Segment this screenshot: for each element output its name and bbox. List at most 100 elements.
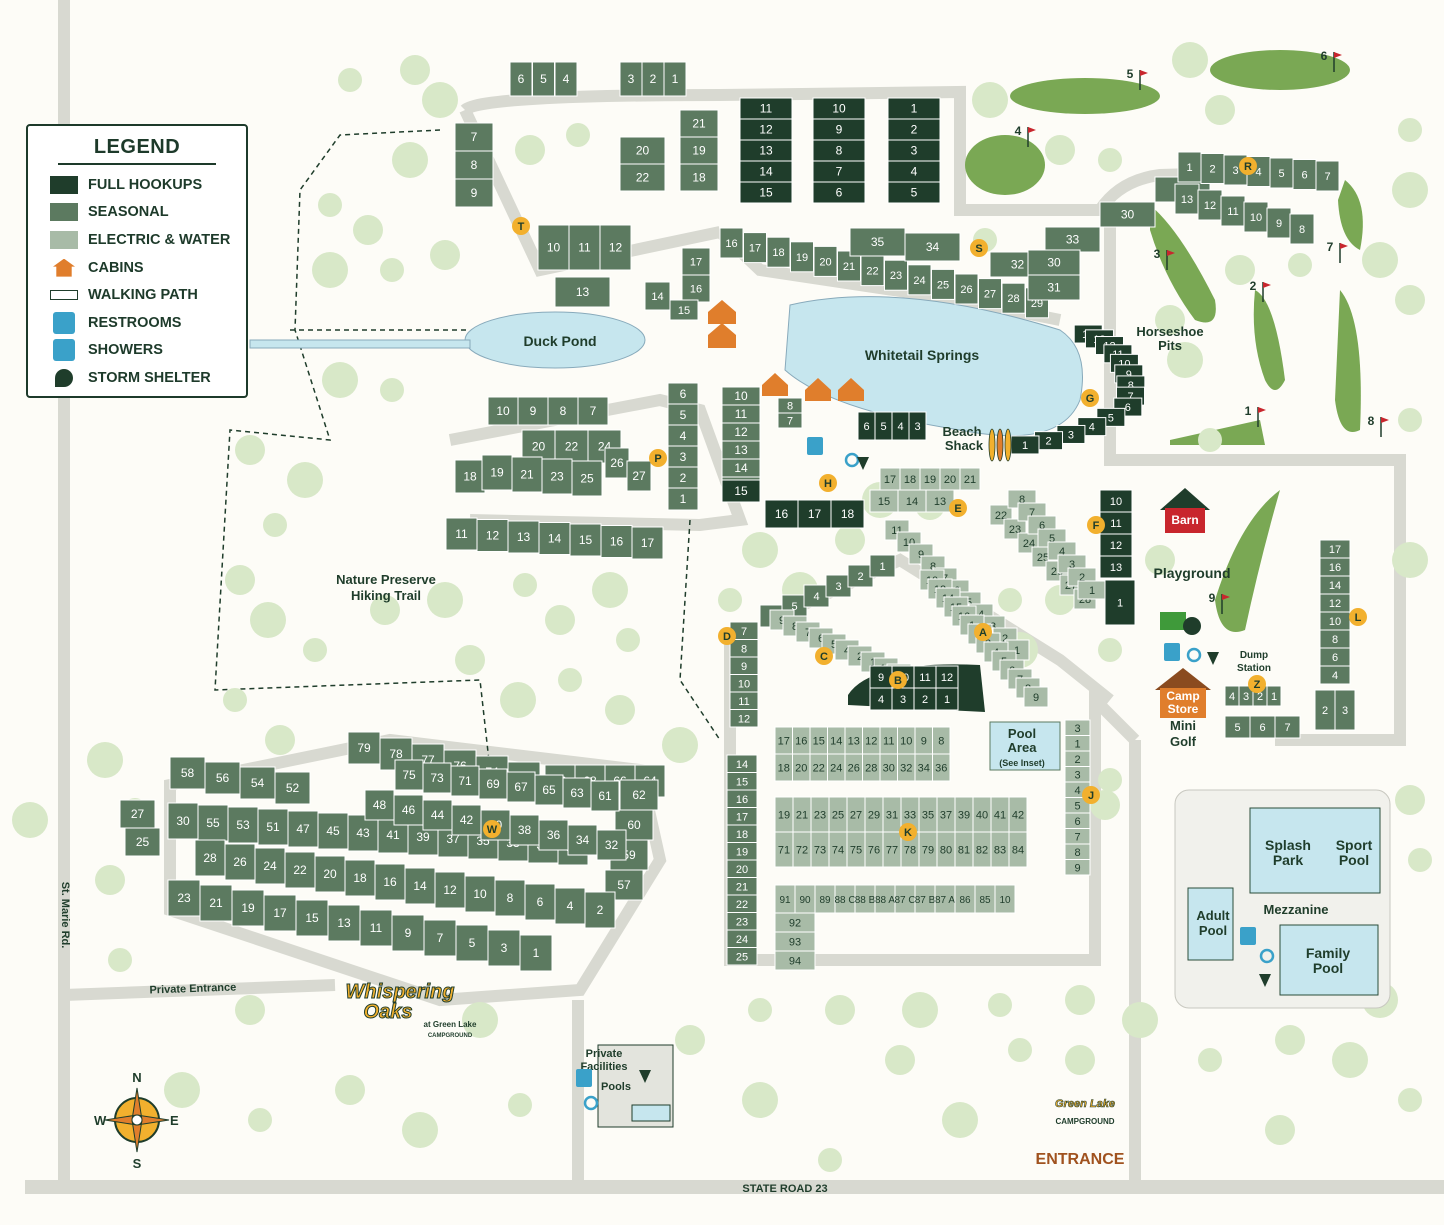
site-number: 26 <box>610 456 624 470</box>
campsite <box>476 519 509 552</box>
tree <box>1408 848 1432 872</box>
site-number: 2 <box>597 903 604 917</box>
site-number: 15 <box>305 911 319 925</box>
storm-shelter-icon <box>857 457 869 470</box>
campsite <box>726 947 758 966</box>
tree <box>748 998 772 1022</box>
svg-text:W: W <box>94 1113 107 1128</box>
site-number: 34 <box>918 763 930 775</box>
site-number: 9 <box>471 186 478 200</box>
site-number: 2 <box>680 471 687 485</box>
site-number: 78 <box>389 747 403 761</box>
campsite <box>554 61 578 97</box>
zone-letter: J <box>1088 790 1094 802</box>
splash-sport-pools <box>1249 807 1381 894</box>
tree <box>380 378 404 402</box>
site-number: 18 <box>692 171 706 185</box>
site-number: 71 <box>778 845 790 857</box>
site-number: 12 <box>734 425 748 439</box>
site-number: 20 <box>532 440 546 454</box>
campsite <box>577 396 609 426</box>
site-number: 25 <box>736 951 748 963</box>
campsite <box>626 460 652 492</box>
map-label: Splash <box>1265 837 1311 853</box>
compass-rose: N S W E <box>94 1070 179 1170</box>
tree <box>605 695 635 725</box>
site-number: 8 <box>1128 380 1134 392</box>
site-number: 5 <box>540 72 547 86</box>
site-number: 2 <box>911 123 918 137</box>
campsite <box>1099 201 1156 228</box>
tree <box>1265 1115 1295 1145</box>
zone-letter: R <box>1244 161 1252 173</box>
campsite <box>204 761 241 795</box>
site-number: 15 <box>736 776 748 788</box>
site-number: 7 <box>1284 722 1290 734</box>
map-label: Dump <box>1240 650 1268 661</box>
site-number: 3 <box>900 694 906 706</box>
zone-letter: S <box>975 243 982 255</box>
legend-item: RESTROOMS <box>28 309 246 337</box>
site-number: 1 <box>1117 598 1123 610</box>
site-number: 78 <box>904 845 916 857</box>
golf-hole-2 <box>1253 290 1285 390</box>
campsite <box>663 61 687 97</box>
map-label: Mezzanine <box>1263 902 1328 917</box>
tree <box>1155 305 1185 335</box>
site-number: 17 <box>749 243 761 255</box>
tree <box>545 605 575 635</box>
site-number: 3 <box>1074 723 1080 735</box>
map-label: St. Marie Rd. <box>59 882 71 949</box>
site-number: 89 <box>819 895 831 906</box>
site-number: 14 <box>413 879 427 893</box>
site-number: 6 <box>818 633 824 645</box>
site-number: 13 <box>734 443 748 457</box>
legend-label: CABINS <box>88 259 144 276</box>
site-number: 48 <box>373 798 387 812</box>
tree <box>95 865 125 895</box>
site-number: 33 <box>904 810 916 822</box>
site-number: 10 <box>547 241 561 255</box>
site-number: 9 <box>1276 218 1282 230</box>
site-number: 17 <box>641 536 655 550</box>
campsite <box>487 929 521 967</box>
campsite <box>451 804 482 836</box>
campsite <box>404 867 436 905</box>
site-number: 81 <box>958 845 970 857</box>
seasonal-swatch <box>50 203 78 222</box>
site-number: 3 <box>1068 429 1074 441</box>
legend-label: ELECTRIC & WATER <box>88 231 231 248</box>
campsite <box>1266 685 1282 707</box>
tree <box>164 1072 200 1108</box>
map-label: Store <box>1168 702 1199 716</box>
site-number: 27 <box>131 807 145 821</box>
buildings <box>597 488 1391 1128</box>
tree <box>318 193 342 217</box>
campsite <box>1104 579 1136 626</box>
campsite <box>1027 274 1081 301</box>
cabin-2 <box>708 300 736 324</box>
site-number: 8 <box>938 736 944 748</box>
zone-badge-r <box>1239 157 1257 175</box>
campsite <box>599 224 632 271</box>
tree <box>835 525 865 555</box>
tree <box>1205 95 1235 125</box>
campsite <box>537 224 570 271</box>
tree <box>1198 428 1222 452</box>
map-label: Duck Pond <box>523 333 596 349</box>
legend-label: STORM SHELTER <box>88 369 211 386</box>
site-number: 94 <box>789 956 801 968</box>
tree <box>335 1075 365 1105</box>
tree <box>235 435 265 465</box>
site-number: 1 <box>1089 585 1095 597</box>
site-number: 9 <box>1033 692 1039 704</box>
campsite <box>1274 715 1301 739</box>
site-number: 2 <box>1322 705 1328 717</box>
golf-hole-8 <box>1335 290 1361 432</box>
site-number: 13 <box>517 530 531 544</box>
campsite <box>1064 859 1091 876</box>
site-number: 16 <box>725 238 737 250</box>
site-number: 17 <box>273 906 287 920</box>
site-number: 1 <box>879 561 885 573</box>
